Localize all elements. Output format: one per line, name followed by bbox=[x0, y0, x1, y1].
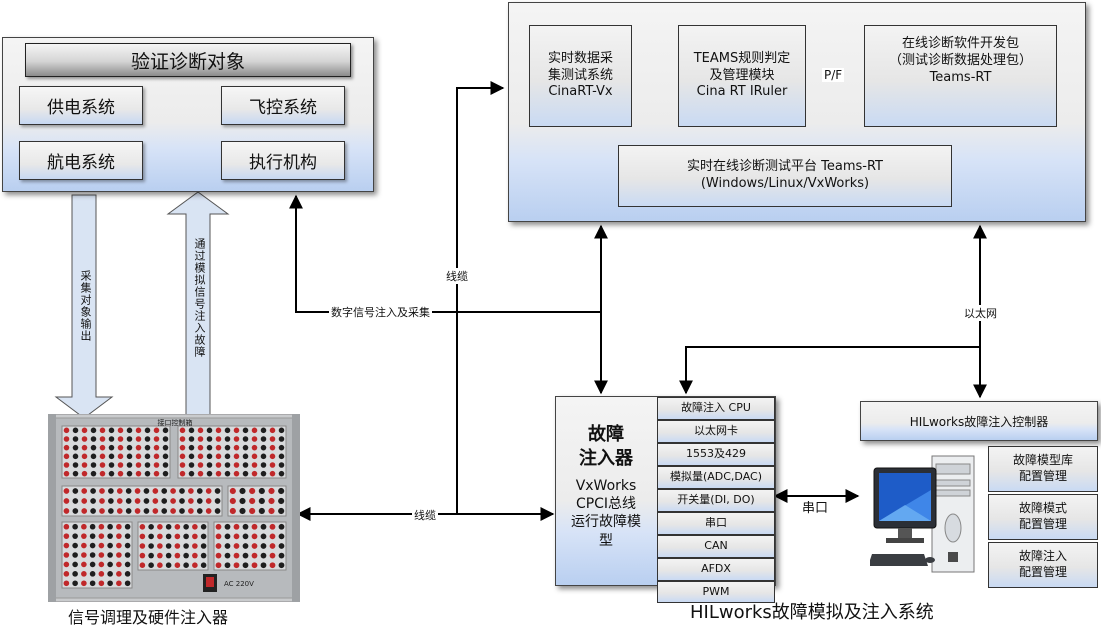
target-item-flight-control: 飞控系统 bbox=[221, 86, 345, 125]
hardware-panel-image: AC 220V bbox=[48, 414, 300, 602]
target-item-avionics: 航电系统 bbox=[19, 141, 143, 180]
computer-icon bbox=[870, 455, 975, 573]
target-panel: 验证诊断对象 供电系统 飞控系统 航电系统 执行机构 bbox=[2, 37, 374, 192]
teams-platform-label: 实时在线诊断测试平台 Teams-RT (Windows/Linux/VxWor… bbox=[618, 145, 952, 207]
module-can: CAN bbox=[657, 535, 775, 558]
collect-output-arrow bbox=[54, 194, 114, 419]
cable-bottom-label: 线缆 bbox=[412, 507, 438, 523]
hardware-panel-header: 接口控制箱 bbox=[157, 419, 193, 427]
fault-injector-modules: 故障注入 CPU 以太网卡 1553及429 模拟量(ADC,DAC) 开关量(… bbox=[657, 397, 775, 603]
module-serial: 串口 bbox=[657, 512, 775, 535]
digital-inject-label: 数字信号注入及采集 bbox=[329, 304, 432, 320]
teams-platform-panel: 实时数据采 集测试系统 CinaRT-Vx TEAMS规则判定 及管理模块 Ci… bbox=[508, 2, 1086, 222]
target-item-actuator: 执行机构 bbox=[221, 141, 345, 180]
analog-inject-arrow bbox=[166, 191, 230, 419]
fault-injector-subtitle: VxWorks CPCI总线 运行故障模 型 bbox=[571, 478, 641, 549]
config-fault-model-library: 故障模型库 配置管理 bbox=[988, 446, 1098, 492]
fault-injector-panel: 故障 注入器 VxWorks CPCI总线 运行故障模 型 故障注入 CPU 以… bbox=[555, 396, 776, 603]
module-switch: 开关量(DI, DO) bbox=[657, 489, 775, 512]
svg-text:AC 220V: AC 220V bbox=[224, 580, 254, 588]
module-teams-rt-sdk: 在线诊断软件开发包 （测试诊断数据处理包） Teams-RT bbox=[864, 25, 1057, 127]
module-ethernet-card: 以太网卡 bbox=[657, 420, 775, 443]
connector-grid bbox=[61, 425, 287, 589]
target-item-power: 供电系统 bbox=[19, 86, 143, 125]
analog-inject-label: 通过模拟信号注入故障 bbox=[193, 238, 206, 358]
ethernet-branch bbox=[679, 346, 980, 395]
system-caption: HILworks故障模拟及注入系统 bbox=[690, 602, 934, 623]
module-cina-rt-iruler: TEAMS规则判定 及管理模块 Cina RT IRuler bbox=[678, 25, 806, 127]
cable-top-label: 线缆 bbox=[444, 268, 470, 284]
module-cinart-vx: 实时数据采 集测试系统 CinaRT-Vx bbox=[529, 25, 632, 127]
hardware-panel-caption: 信号调理及硬件注入器 bbox=[68, 608, 229, 627]
cable-line-top bbox=[456, 81, 505, 514]
digital-signal-line bbox=[289, 194, 601, 313]
fault-injector-title: 故障 注入器 bbox=[579, 424, 633, 470]
config-fault-mode: 故障模式 配置管理 bbox=[988, 494, 1098, 540]
module-pwm: PWM bbox=[657, 581, 775, 603]
collect-output-label: 采集对象输出 bbox=[79, 270, 92, 342]
module-1553-429: 1553及429 bbox=[657, 443, 775, 466]
pf-label: P/F bbox=[822, 68, 845, 82]
module-analog: 模拟量(ADC,DAC) bbox=[657, 466, 775, 489]
ethernet-label: 以太网 bbox=[962, 305, 999, 321]
config-fault-injection: 故障注入 配置管理 bbox=[988, 542, 1098, 588]
module-afdx: AFDX bbox=[657, 558, 775, 581]
serial-label: 串口 bbox=[800, 497, 831, 516]
module-fault-cpu: 故障注入 CPU bbox=[657, 397, 775, 420]
target-panel-title: 验证诊断对象 bbox=[25, 43, 351, 77]
controller-title: HILworks故障注入控制器 bbox=[860, 401, 1098, 441]
controller-config-list: 故障模型库 配置管理 故障模式 配置管理 故障注入 配置管理 bbox=[988, 446, 1098, 588]
